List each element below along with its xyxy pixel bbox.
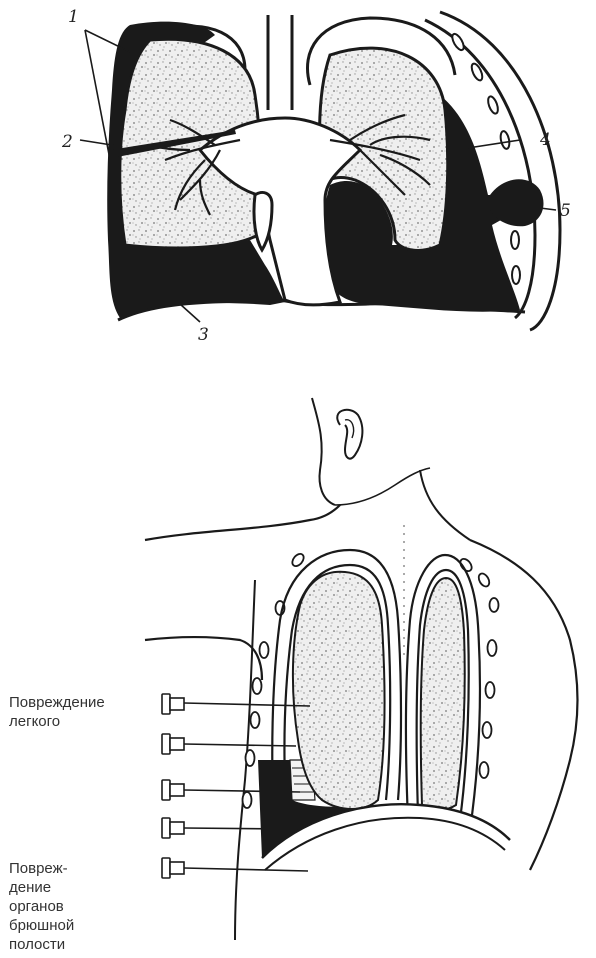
callout-3: 3 [198, 325, 209, 345]
neck-right [420, 470, 470, 540]
callout-5: 5 [560, 201, 571, 221]
left-lung-collapsed [293, 572, 385, 809]
needle-1 [162, 694, 310, 714]
label-abdominal-line5: полости [9, 936, 65, 953]
right-shoulder-back [470, 540, 578, 870]
label-lung-injury-line2: легкого [9, 713, 60, 730]
label-lung-injury-line1: Повреждение [9, 694, 105, 711]
right-lung-back [421, 578, 465, 810]
label-abdominal-line2: дение [9, 879, 51, 896]
callout-2: 2 [61, 132, 73, 152]
back-view-figure [145, 398, 578, 940]
head-outline [312, 398, 335, 505]
callout-4: 4 [539, 130, 551, 150]
label-abdominal-line1: Повреж- [9, 860, 68, 877]
chest-cross-section: 1 2 3 4 5 [61, 7, 571, 345]
hair-outline [335, 468, 430, 505]
label-abdominal-line3: органов [9, 898, 64, 915]
left-shoulder [145, 505, 340, 540]
left-arm-line [145, 637, 262, 680]
label-lung-injury: Повреждение легкого [9, 693, 105, 731]
needle-2 [162, 734, 296, 754]
ear [337, 410, 362, 459]
needle-5 [162, 858, 308, 878]
callout-1: 1 [68, 7, 79, 27]
label-abdominal-line4: брюшной [9, 917, 74, 934]
trachea [268, 15, 292, 110]
label-abdominal-injury: Повреж- дение органов брюшной полости [9, 859, 74, 954]
